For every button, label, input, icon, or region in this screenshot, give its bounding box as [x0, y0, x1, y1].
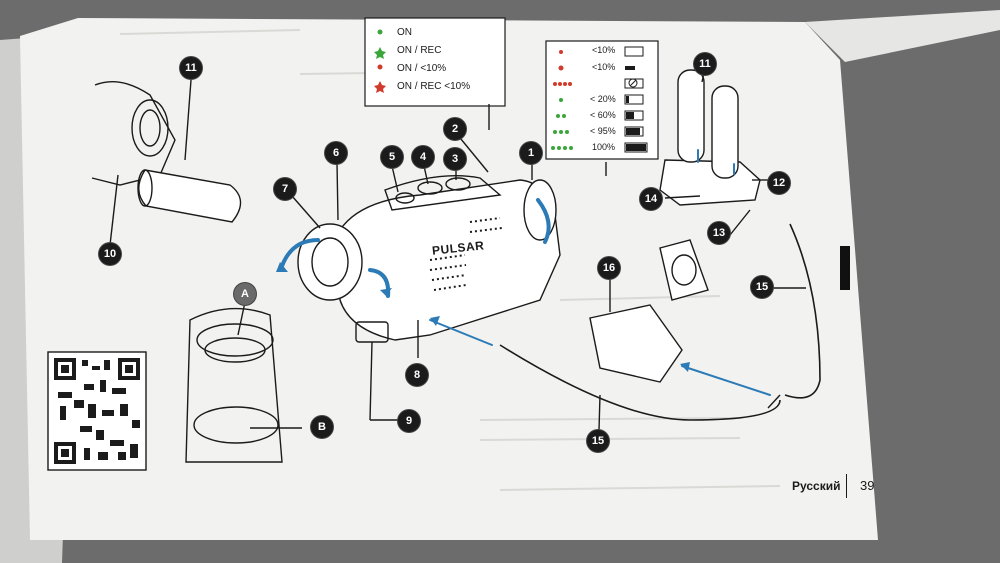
callout-13: 13	[708, 222, 730, 244]
status-label: ON	[397, 27, 412, 38]
battery-cylinder	[138, 169, 242, 223]
callout-6: 6	[325, 142, 347, 164]
callout-7: 7	[274, 178, 296, 200]
page-number: 39	[860, 478, 875, 493]
charge-label: < 95%	[590, 126, 616, 136]
led-on-dot	[377, 29, 383, 35]
callout-12: 12	[768, 172, 790, 194]
callout-2: 2	[444, 118, 466, 140]
status-legend-box	[364, 17, 506, 107]
charge-label: 100%	[592, 142, 616, 152]
rotate-arrow-left	[280, 238, 320, 268]
status-label: ON / REC <10%	[397, 81, 471, 92]
callout-11-right: 11	[694, 53, 716, 75]
eyepiece-outline	[91, 81, 176, 186]
charge-label: < 20%	[590, 94, 616, 104]
callout-3: 3	[444, 148, 466, 170]
led-rec-low-star	[374, 81, 386, 93]
callout-11: 11	[180, 57, 202, 79]
callout-15-right: 15	[751, 276, 773, 298]
callout-15-bottom: 15	[587, 430, 609, 452]
page-language: Русский	[792, 479, 841, 493]
charge-legend-box	[545, 40, 659, 160]
led-low-dot	[377, 64, 383, 70]
callout-10: 10	[99, 243, 121, 265]
status-label: ON / REC	[397, 45, 442, 56]
callout-b: B	[311, 416, 333, 438]
callout-1: 1	[520, 142, 542, 164]
qr-code	[54, 358, 140, 464]
footer-divider	[846, 474, 847, 498]
charge-label: <10%	[592, 45, 616, 55]
callout-9: 9	[398, 410, 420, 432]
usb-cable	[499, 344, 781, 421]
status-label: ON / <10%	[397, 63, 447, 74]
callout-a: A	[234, 283, 256, 305]
callout-14: 14	[640, 188, 662, 210]
callout-4: 4	[412, 146, 434, 168]
callout-8: 8	[406, 364, 428, 386]
power-adapter	[589, 304, 683, 383]
callout-16: 16	[598, 257, 620, 279]
charge-label: < 60%	[590, 110, 616, 120]
charge-label: <10%	[592, 62, 616, 72]
charger-dock	[659, 159, 761, 206]
led-rec-star	[374, 47, 386, 59]
callout-5: 5	[381, 146, 403, 168]
